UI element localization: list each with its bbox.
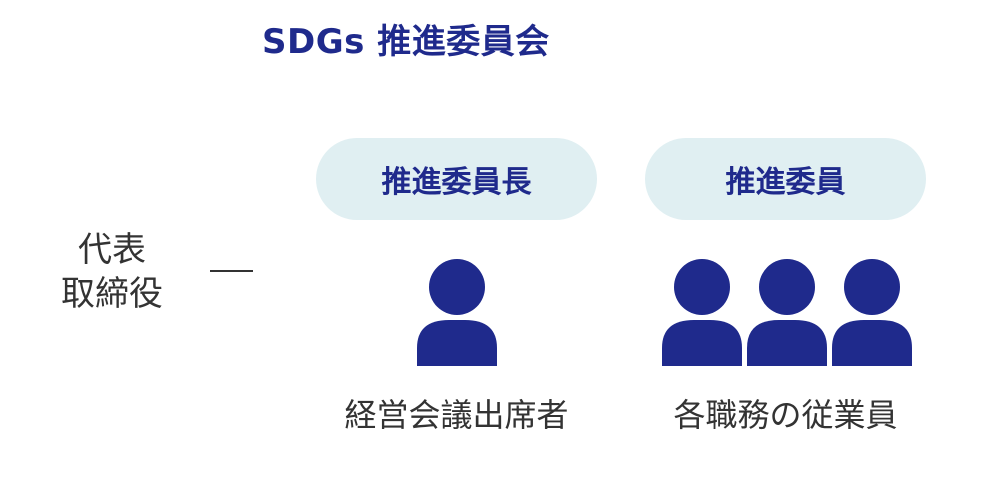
connector-line <box>210 270 253 272</box>
director-label-line1: 代表 <box>78 230 146 270</box>
director-label: 代表 取締役 <box>52 228 172 316</box>
role-pill-members: 推進委員 <box>645 138 926 220</box>
diagram-title: SDGs 推進委員会 <box>262 22 550 62</box>
role-caption-chair: 経営会議出席者 <box>344 396 569 434</box>
role-caption-members: 各職務の従業員 <box>673 396 898 434</box>
role-pill-chair: 推進委員長 <box>316 138 597 220</box>
person-icon <box>660 254 744 366</box>
person-icon <box>745 254 829 366</box>
person-icon <box>415 254 499 366</box>
director-label-line2: 取締役 <box>61 274 163 314</box>
person-icon <box>830 254 914 366</box>
